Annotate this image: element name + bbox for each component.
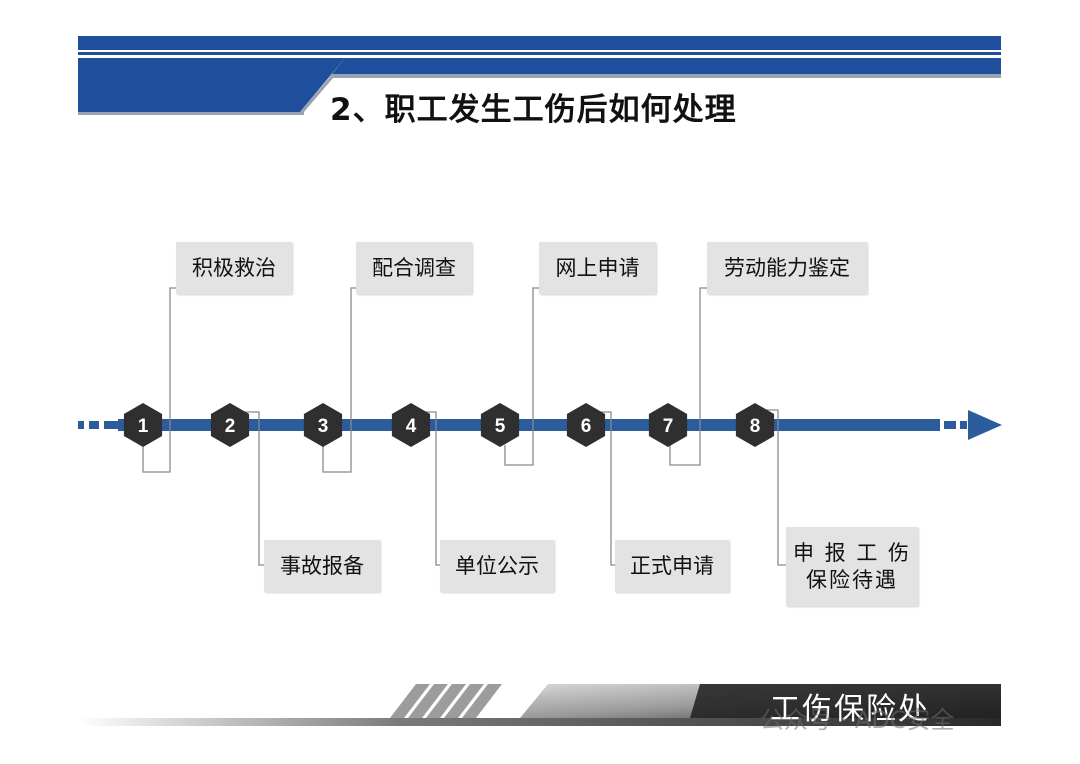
- step-box-5: 网上申请: [539, 242, 656, 294]
- step-number-3: 3: [318, 416, 329, 437]
- step-hexagon-7: 7: [648, 403, 688, 447]
- hexagon-shape: [480, 403, 520, 447]
- step-label-8-line2: 保险待遇: [806, 567, 898, 592]
- step-number-2: 2: [225, 416, 236, 437]
- step-box-7: 劳动能力鉴定: [707, 242, 867, 294]
- step-number-6: 6: [581, 416, 592, 437]
- footer-label: 工伤保险处: [770, 692, 930, 727]
- step-label-7: 劳动能力鉴定: [724, 255, 850, 280]
- step-label-8-line1: 申 报 工 伤: [792, 541, 912, 566]
- step-label-5: 网上申请: [555, 255, 640, 280]
- step-hexagon-8: 8: [735, 403, 775, 447]
- timeline-dash: [960, 421, 967, 429]
- step-box-3: 配合调查: [356, 242, 472, 294]
- timeline-dash: [104, 421, 118, 429]
- step-hexagon-5: 5: [480, 403, 520, 447]
- step-hexagon-6: 6: [566, 403, 606, 447]
- step-number-1: 1: [138, 416, 149, 437]
- step-number-8: 8: [750, 416, 761, 437]
- step-hexagon-1: 1: [123, 403, 163, 447]
- step-label-1: 积极救治: [192, 255, 276, 280]
- hexagon-shape: [210, 403, 250, 447]
- step-label-3: 配合调查: [372, 255, 456, 280]
- timeline-dash: [944, 421, 956, 429]
- step-box-1: 积极救治: [176, 242, 292, 294]
- step-hexagon-3: 3: [303, 403, 343, 447]
- step-box-2: 事故报备: [264, 540, 380, 592]
- hexagon-shape: [566, 403, 606, 447]
- step-label-4: 单位公示: [455, 553, 539, 578]
- step-hexagon-2: 2: [210, 403, 250, 447]
- watermark: 公众号 · ADC安全: [760, 706, 955, 734]
- slide-title: 2、职工发生工伤后如何处理: [330, 92, 737, 128]
- hexagon-shape: [123, 403, 163, 447]
- step-label-2: 事故报备: [280, 553, 364, 578]
- timeline-dash: [89, 421, 99, 429]
- step-box-6: 正式申请: [615, 540, 729, 592]
- step-box-8: 申 报 工 伤 保险待遇: [786, 527, 918, 606]
- step-hexagon-4: 4: [391, 403, 431, 447]
- step-box-4: 单位公示: [440, 540, 554, 592]
- timeline-arrow: [968, 410, 1002, 440]
- step-number-5: 5: [495, 416, 506, 437]
- step-number-4: 4: [406, 416, 417, 437]
- header-band: [78, 36, 1001, 115]
- hexagon-shape: [303, 403, 343, 447]
- step-number-7: 7: [663, 416, 674, 437]
- timeline-dash: [78, 421, 84, 429]
- hexagon-shape: [648, 403, 688, 447]
- step-label-6: 正式申请: [630, 553, 714, 578]
- hexagon-shape: [391, 403, 431, 447]
- hexagon-shape: [735, 403, 775, 447]
